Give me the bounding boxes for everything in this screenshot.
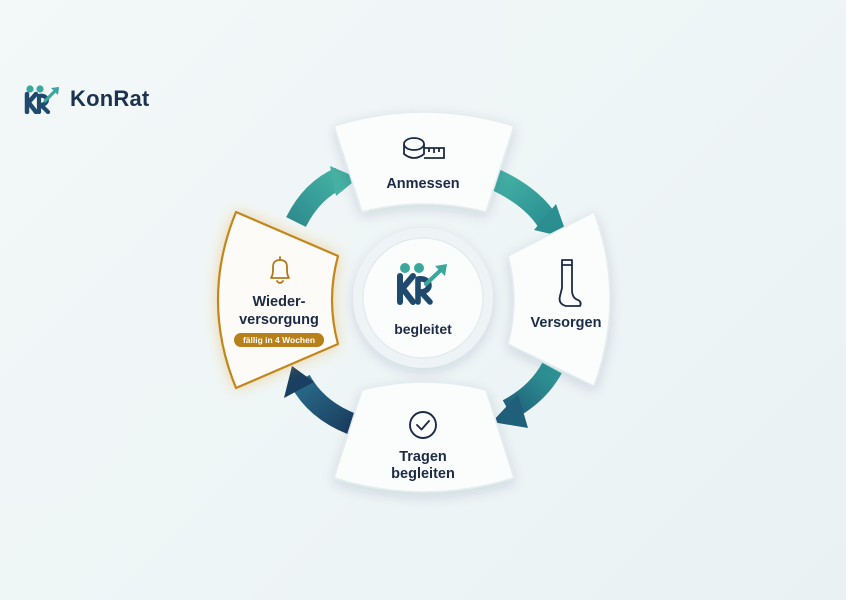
due-badge-text: fällig in 4 Wochen [243, 335, 315, 345]
brand-name: KonRat [70, 86, 150, 111]
step-wiederversorgung-label-line1: Wieder- [252, 294, 305, 310]
step-tragen-label-line2: begleiten [391, 466, 455, 482]
konrat-logo-icon [397, 263, 447, 305]
step-anmessen[interactable] [333, 111, 515, 213]
center-label: begleitet [394, 321, 452, 337]
brand: KonRat [24, 84, 149, 114]
arrow-tragen-to-wiederversorgung [284, 366, 357, 435]
arrow-anmessen-to-versorgen [487, 167, 568, 238]
step-wiederversorgung-label-line2: versorgung [239, 312, 319, 328]
step-versorgen-label: Versorgen [531, 315, 602, 331]
bell-icon [270, 256, 290, 284]
konrat-logo-icon [24, 85, 59, 114]
step-tragen-label-line1: Tragen [399, 449, 447, 465]
step-anmessen-label: Anmessen [386, 176, 459, 192]
due-badge: fällig in 4 Wochen [234, 333, 324, 347]
checkmark-circle-icon [409, 411, 437, 439]
compression-stocking-icon [558, 259, 582, 307]
step-tragen-begleiten[interactable] [333, 381, 515, 493]
arrow-wiederversorgung-to-anmessen [286, 166, 358, 228]
arrow-versorgen-to-tragen [492, 362, 562, 428]
measuring-tape-icon [403, 137, 445, 159]
